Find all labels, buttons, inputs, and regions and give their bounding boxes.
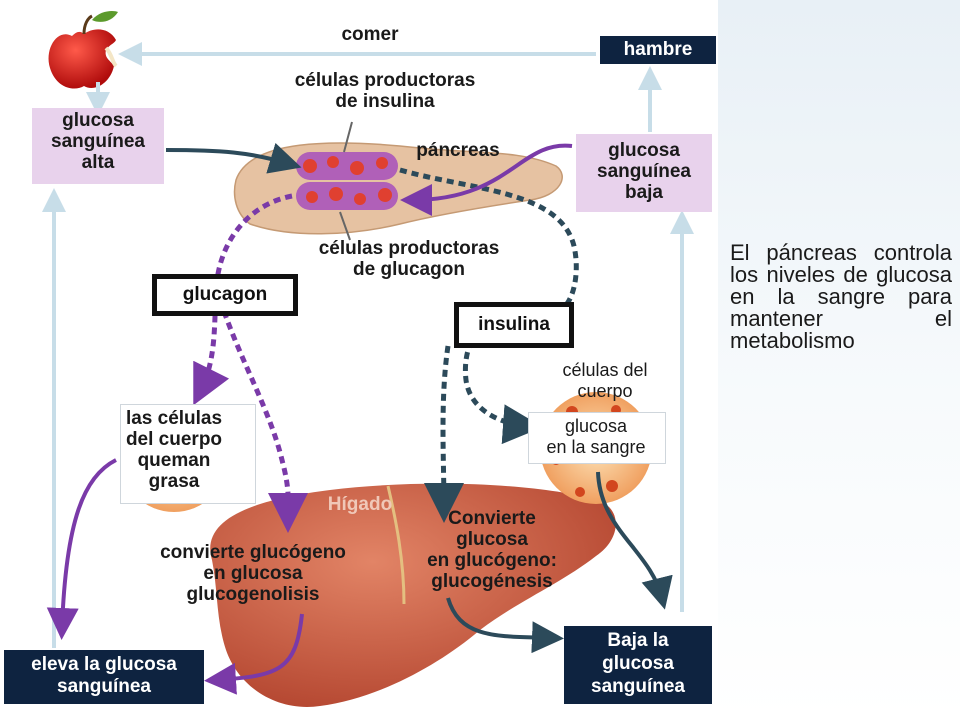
box-hambre: hambre (600, 36, 716, 64)
light-flow-arrows (42, 42, 694, 648)
purple-arrows (46, 143, 573, 695)
box-low-glucose (576, 134, 712, 212)
pancreas-illustration (233, 121, 563, 241)
liver-illustration (210, 483, 616, 707)
label-liver: Hígado (327, 494, 393, 515)
box-insulina: insulina (454, 302, 574, 348)
box-blood-glucose (528, 412, 666, 464)
teal-arrows (165, 142, 673, 654)
slide-caption: El páncreas controla los niveles de gluc… (730, 240, 952, 353)
label-comer: comer (341, 24, 399, 45)
sidebar-panel (718, 0, 960, 720)
label-pancreas: páncreas (416, 140, 500, 161)
box-high-glucose (32, 108, 164, 184)
apple-icon (48, 10, 118, 89)
box-burn-fat (120, 404, 256, 504)
box-glucagon: glucagon (152, 274, 298, 316)
